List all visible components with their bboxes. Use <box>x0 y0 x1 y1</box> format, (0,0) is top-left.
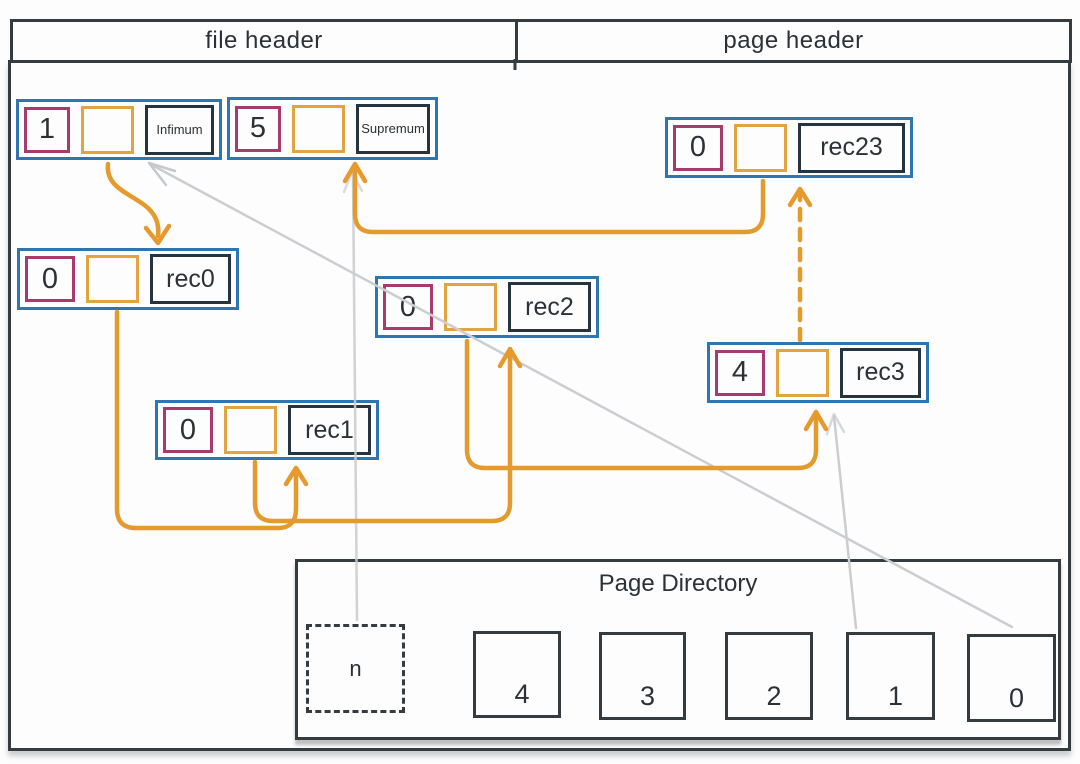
infimum-owned-count: 1 <box>24 106 70 153</box>
record-infimum: 1 Infimum <box>16 99 222 160</box>
rec1-label: rec1 <box>288 405 371 455</box>
rec3-owned-count: 4 <box>715 349 765 396</box>
rec2-next-pointer-cell <box>444 283 497 331</box>
rec1-owned-count: 0 <box>163 407 213 453</box>
infimum-next-pointer-cell <box>81 105 134 154</box>
infimum-label: Infimum <box>145 104 214 155</box>
directory-slot-3: 3 <box>599 632 686 720</box>
record-rec0: 0 rec0 <box>17 248 239 310</box>
rec1-next-pointer-cell <box>224 406 277 454</box>
supremum-owned-count: 5 <box>235 105 281 152</box>
page-header-label: page header <box>515 22 1069 60</box>
slot-2-label: 2 <box>766 681 782 711</box>
slot-4-label: 4 <box>514 679 530 709</box>
directory-slot-4: 4 <box>473 631 561 718</box>
page-directory: Page Directory n 4 3 2 1 0 <box>295 559 1061 740</box>
rec0-label: rec0 <box>150 254 231 304</box>
slot-0-label: 0 <box>1008 683 1025 713</box>
record-rec2: 0 rec2 <box>375 276 599 338</box>
directory-slot-2: 2 <box>725 632 813 720</box>
record-supremum: 5 Supremum <box>227 97 438 160</box>
record-rec3: 4 rec3 <box>707 342 929 403</box>
rec23-next-pointer-cell <box>734 123 787 172</box>
rec2-owned-count: 0 <box>383 284 433 330</box>
file-header-label: file header <box>205 27 323 54</box>
slot-3-label: 3 <box>639 681 656 711</box>
rec0-next-pointer-cell <box>86 255 139 303</box>
rec23-label: rec23 <box>798 122 905 173</box>
slot-1-label: 1 <box>887 681 904 711</box>
rec0-owned-count: 0 <box>25 256 75 302</box>
rec3-label: rec3 <box>840 347 921 398</box>
rec3-next-pointer-cell <box>776 348 829 397</box>
record-rec23: 0 rec23 <box>665 117 913 178</box>
page-directory-title: Page Directory <box>598 570 758 597</box>
record-rec1: 0 rec1 <box>155 400 379 460</box>
directory-slot-0: 0 <box>967 634 1056 722</box>
rec2-label: rec2 <box>508 282 591 332</box>
rec23-owned-count: 0 <box>673 124 723 171</box>
directory-slot-1: 1 <box>846 632 935 720</box>
supremum-next-pointer-cell <box>292 104 345 153</box>
supremum-label: Supremum <box>356 103 430 154</box>
top-header-bar: file header page header <box>10 19 1072 63</box>
directory-slot-n: n <box>306 624 405 713</box>
slot-n-label: n <box>349 655 362 681</box>
